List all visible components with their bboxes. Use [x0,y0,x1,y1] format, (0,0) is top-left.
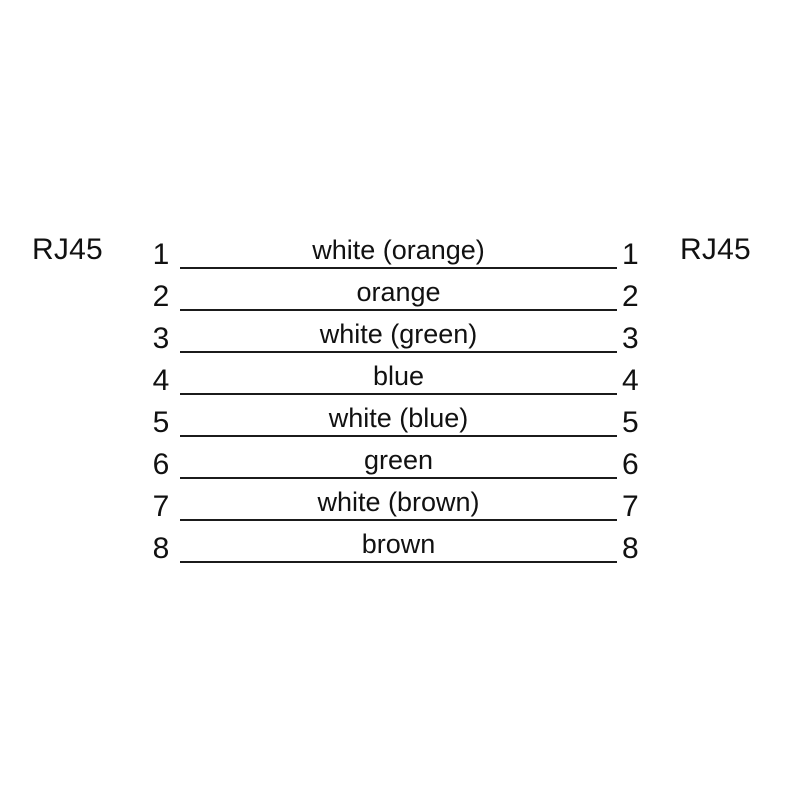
pin-number-left: 6 [152,448,170,481]
wire-color-label: blue [372,361,425,391]
wire-color-label: white (green) [319,319,478,349]
pin-number-right: 8 [622,532,639,565]
wire-color-label: green [363,445,434,475]
pin-number-right: 2 [622,280,639,313]
wire-color-label: white (blue) [328,403,469,433]
pin-number-left: 7 [152,490,170,523]
wire-conductor-line [180,519,617,521]
pin-number-right: 7 [622,490,639,523]
wire-color-label: brown [361,529,436,559]
wire-conductor-line [180,393,617,395]
pin-number-left: 3 [152,322,170,355]
wire-conductor-line [180,435,617,437]
pin-number-left: 8 [152,532,170,565]
wire-conductor-line [180,477,617,479]
wire-conductor-line [180,267,617,269]
pin-number-left: 4 [152,364,170,397]
connector-label-left: RJ45 [32,233,103,266]
pin-number-right: 5 [622,406,639,439]
wire-color-label: white (brown) [317,487,480,517]
pin-number-left: 5 [152,406,170,439]
wire-conductor-line [180,351,617,353]
pin-number-left: 2 [152,280,170,313]
pin-number-right: 4 [622,364,639,397]
wire-color-label: white (orange) [312,235,485,265]
pin-number-right: 3 [622,322,639,355]
wire-conductor-line [180,561,617,563]
pin-number-left: 1 [152,238,170,271]
wire-conductor-line [180,309,617,311]
connector-label-right: RJ45 [680,233,751,266]
pin-number-right: 1 [622,238,639,271]
pin-number-right: 6 [622,448,639,481]
wire-color-label: orange [356,277,441,307]
